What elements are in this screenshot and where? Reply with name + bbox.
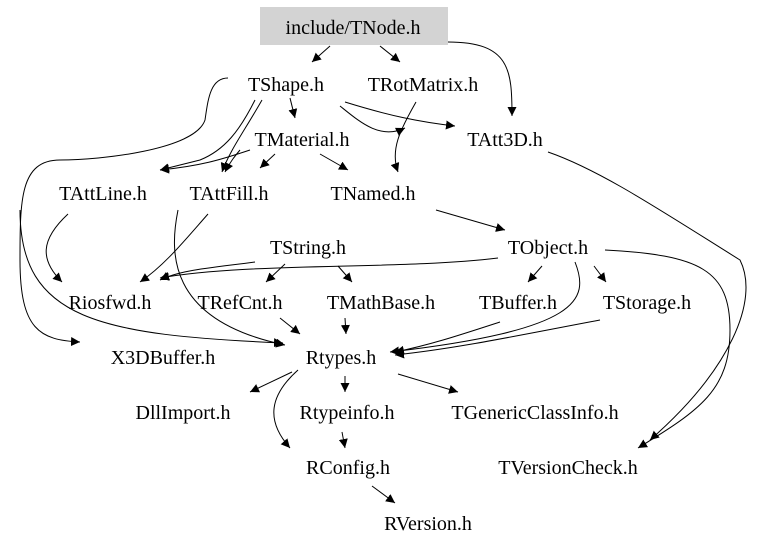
edge-trefcnt-rtypes [279,317,301,335]
edge-tmaterial-tattfill [259,153,276,169]
node-tbuffer[interactable]: TBuffer.h [479,292,557,314]
edge-rtypeinfo-rconfig [338,431,348,449]
node-tmaterial[interactable]: TMaterial.h [255,129,350,151]
edge-tattline-riosfwd [45,213,69,283]
node-tshape[interactable]: TShape.h [248,74,324,96]
edge-tmaterial-tattfill-b [224,149,241,173]
node-include-tnode[interactable]: include/TNode.h [286,17,421,39]
edge-tattfill-rtypes [173,209,286,348]
edge-rtypes-tgenericclassinfo [397,373,459,394]
edge-tobject-tversioncheck [604,249,731,449]
node-tstring[interactable]: TString.h [270,237,346,259]
edge-tshape-tnamed [339,105,406,136]
edge-tnode-tshape [311,45,331,63]
node-tattfill[interactable]: TAttFill.h [190,183,269,205]
node-tnamed[interactable]: TNamed.h [331,183,416,205]
edge-tstring-trefcnt [265,263,286,283]
node-riosfwd[interactable]: Riosfwd.h [69,292,152,314]
node-tgenericclassinfo[interactable]: TGenericClassInfo.h [451,402,618,424]
node-rtypes[interactable]: Rtypes.h [306,347,377,369]
edge-tnode-trotmatrix [379,45,401,63]
edge-tshape-tattfill [220,99,263,173]
edge-tshape-x3dbuffer [19,77,229,347]
edge-tstorage-rtypes [394,319,601,359]
edge-tbuffer-rtypes [394,321,501,355]
node-trotmatrix[interactable]: TRotMatrix.h [368,74,479,96]
edge-tstring-riosfwd [159,261,256,281]
edge-trotmatrix-tnamed [390,101,417,173]
edge-tattline-rtypes [19,209,284,348]
edge-tobject-rtypes [389,261,581,356]
node-tobject[interactable]: TObject.h [508,237,588,259]
edge-tobject-tstorage [593,265,607,283]
edge-rtypes-rconfig [273,369,299,449]
node-rversion[interactable]: RVersion.h [384,513,472,535]
node-rconfig[interactable]: RConfig.h [306,457,390,479]
edge-tobject-riosfwd [159,257,499,281]
edge-tnode-tatt3d [447,41,517,117]
edge-tshape-tmaterial [288,97,298,119]
node-tmathbase[interactable]: TMathBase.h [327,292,435,314]
node-tstorage[interactable]: TStorage.h [603,292,691,314]
edge-tnamed-tobject [435,209,506,232]
node-x3dbuffer[interactable]: X3DBuffer.h [111,347,216,369]
edge-tstring-tmathbase [337,265,353,283]
edges [19,41,747,504]
edge-tshape-tattline [159,99,256,173]
edge-tobject-tbuffer [527,265,543,283]
node-dllimport[interactable]: DllImport.h [136,402,231,424]
edge-tmaterial-tnamed [319,153,349,171]
node-tatt3d[interactable]: TAtt3D.h [467,129,543,151]
node-rtypeinfo[interactable]: Rtypeinfo.h [300,402,395,424]
edge-tatt3d-x3dbuffer [547,151,747,441]
nodes: include/TNode.h TShape.h TRotMatrix.h TM… [59,17,691,535]
node-tversioncheck[interactable]: TVersionCheck.h [498,457,637,479]
edge-tattfill-riosfwd [139,213,209,283]
node-tattline[interactable]: TAttLine.h [59,183,147,205]
node-trefcnt[interactable]: TRefCnt.h [198,292,283,314]
root-node-box [260,7,448,45]
edge-tshape-tatt3d [344,101,456,130]
edge-tmathbase-rtypes [340,317,350,335]
edge-tmaterial-tattline [159,149,251,174]
edge-rtypes-dllimport [249,371,293,393]
edge-rconfig-rversion [371,485,396,504]
